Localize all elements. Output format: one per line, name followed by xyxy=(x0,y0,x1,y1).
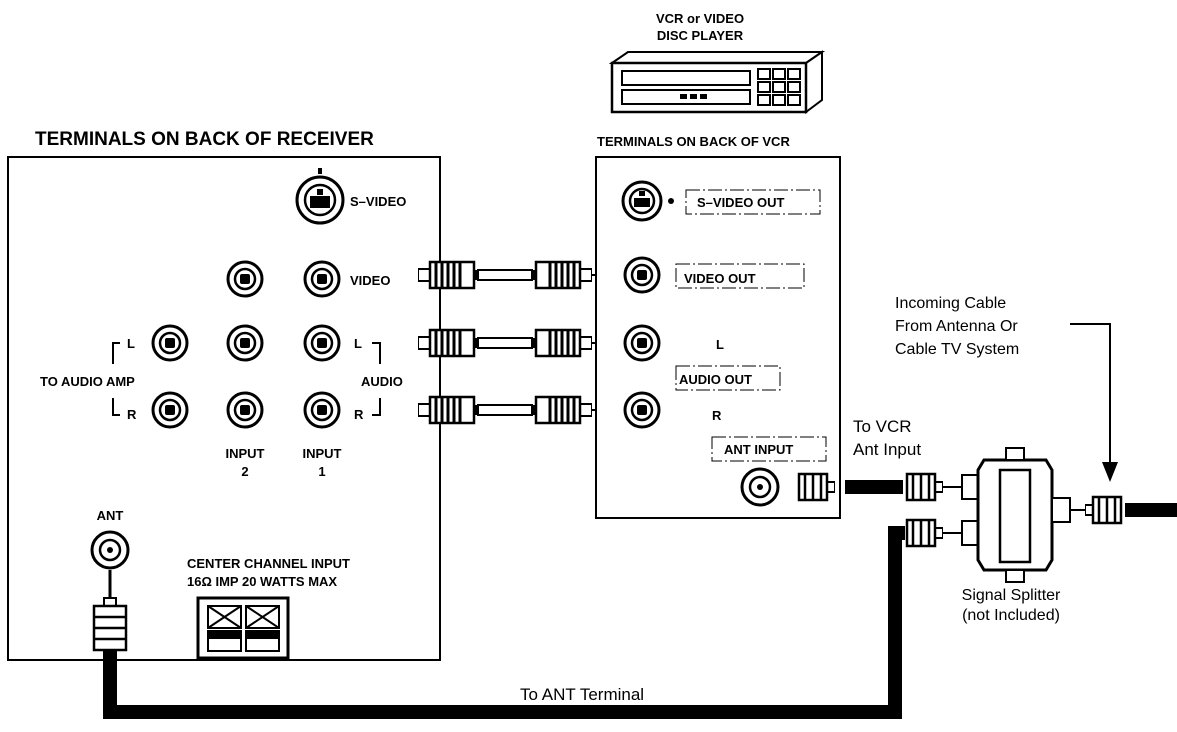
amp-right-label: R xyxy=(127,407,137,422)
center-channel-terminal[interactable] xyxy=(196,596,290,660)
receiver-ant-terminal[interactable] xyxy=(90,530,130,570)
receiver-audio-left-jack-input2[interactable] xyxy=(226,324,264,362)
audio-left-cable[interactable] xyxy=(418,328,620,358)
splitter-label: Signal Splitter xyxy=(962,587,1061,604)
amp-bracket xyxy=(112,342,120,416)
vcr-s-video-out-jack[interactable] xyxy=(621,180,674,222)
vcr-right-label: R xyxy=(712,408,722,423)
receiver-title: TERMINALS ON BACK OF RECEIVER xyxy=(35,129,374,150)
receiver-video-jack-input2[interactable] xyxy=(226,260,264,298)
audio-out-label: AUDIO OUT xyxy=(679,372,752,387)
vcr-device-label-line1: VCR or VIDEO xyxy=(656,11,744,26)
to-ant-terminal-label: To ANT Terminal xyxy=(520,685,644,704)
incoming-arrow xyxy=(1070,323,1118,482)
ant-input-label: ANT INPUT xyxy=(724,442,793,457)
incoming-coax xyxy=(1125,503,1177,517)
audio-bracket xyxy=(372,342,381,416)
incoming-f-connector[interactable] xyxy=(1085,495,1123,525)
vcr-video-out-jack[interactable] xyxy=(623,256,661,294)
splitter-out-a-connector[interactable] xyxy=(905,472,943,502)
vcr-left-label: L xyxy=(716,337,724,352)
to-vcr-label-line2: Ant Input xyxy=(853,440,921,459)
coax-to-ant-terminal xyxy=(103,526,905,719)
signal-splitter[interactable] xyxy=(961,447,1071,583)
ant-label: ANT xyxy=(97,508,124,523)
audio-label: AUDIO xyxy=(361,374,403,389)
receiver-video-label: VIDEO xyxy=(350,273,390,288)
vcr-ant-input-terminal[interactable] xyxy=(740,467,780,507)
input2-number: 2 xyxy=(241,464,248,479)
receiver-audio-right-jack-input1[interactable] xyxy=(303,391,341,429)
input1-label: INPUT xyxy=(303,446,342,461)
center-channel-label: CENTER CHANNEL INPUT xyxy=(187,556,350,571)
video-out-label-box xyxy=(675,263,805,289)
vcr-audio-right-out-jack[interactable] xyxy=(623,391,661,429)
ant-input-label-box xyxy=(711,436,827,462)
receiver-back-panel xyxy=(7,156,441,661)
audio-left-label: L xyxy=(354,336,362,351)
input2-label: INPUT xyxy=(226,446,265,461)
to-audio-amp-label: TO AUDIO AMP xyxy=(40,374,135,389)
incoming-cable-label-line3: Cable TV System xyxy=(895,341,1019,358)
receiver-audio-right-jack-input2[interactable] xyxy=(226,391,264,429)
center-channel-spec: 16Ω IMP 20 WATTS MAX xyxy=(187,574,337,589)
vcr-panel-title: TERMINALS ON BACK OF VCR xyxy=(597,134,790,149)
audio-right-cable[interactable] xyxy=(418,395,620,425)
splitter-out-b-connector[interactable] xyxy=(905,518,943,548)
coax-to-vcr xyxy=(845,480,903,494)
input1-number: 1 xyxy=(318,464,325,479)
s-video-out-label-box xyxy=(685,189,821,215)
vcr-device-label-line2: DISC PLAYER xyxy=(657,28,744,43)
to-vcr-label: To VCR xyxy=(853,417,912,436)
splitter-note: (not Included) xyxy=(962,607,1060,624)
receiver-amp-left-jack[interactable] xyxy=(151,324,189,362)
video-out-label: VIDEO OUT xyxy=(684,271,756,286)
receiver-s-video-label: S–VIDEO xyxy=(350,194,406,209)
incoming-cable-label-line2: From Antenna Or xyxy=(895,318,1018,335)
receiver-s-video-jack[interactable] xyxy=(295,168,345,225)
audio-out-label-box xyxy=(675,365,781,391)
receiver-audio-left-jack-input1[interactable] xyxy=(303,324,341,362)
vcr-device-illustration xyxy=(608,50,826,114)
incoming-cable-label-line1: Incoming Cable xyxy=(895,295,1006,312)
amp-left-label: L xyxy=(127,336,135,351)
receiver-video-jack-input1[interactable] xyxy=(303,260,341,298)
video-cable[interactable] xyxy=(418,260,620,290)
audio-right-label: R xyxy=(354,407,364,422)
s-video-out-label: S–VIDEO OUT xyxy=(697,195,784,210)
receiver-ant-f-connector[interactable] xyxy=(92,597,128,652)
receiver-amp-right-jack[interactable] xyxy=(151,391,189,429)
vcr-audio-left-out-jack[interactable] xyxy=(623,324,661,362)
